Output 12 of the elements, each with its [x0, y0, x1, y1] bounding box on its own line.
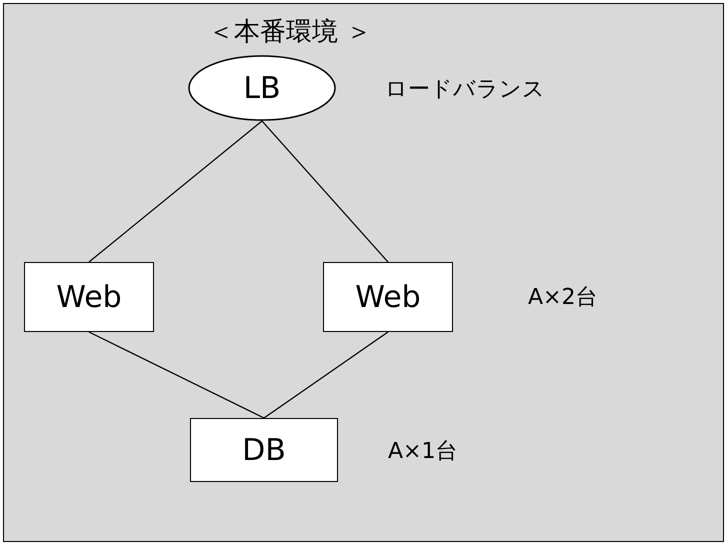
- connector-line: [88, 331, 264, 419]
- server-box: DB: [190, 418, 338, 482]
- quantity-note: A×2台: [528, 284, 598, 312]
- connector-line: [262, 120, 388, 262]
- node-caption: A×1台: [388, 438, 458, 466]
- server-box: Web: [24, 262, 154, 332]
- node-caption: ロードバランス: [385, 76, 545, 104]
- connector-line: [88, 120, 262, 262]
- connector-line: [264, 332, 388, 418]
- ellipse-node: LB: [188, 55, 336, 121]
- title: ＜本番環境 ＞: [206, 16, 374, 49]
- server-box: Web: [323, 262, 453, 332]
